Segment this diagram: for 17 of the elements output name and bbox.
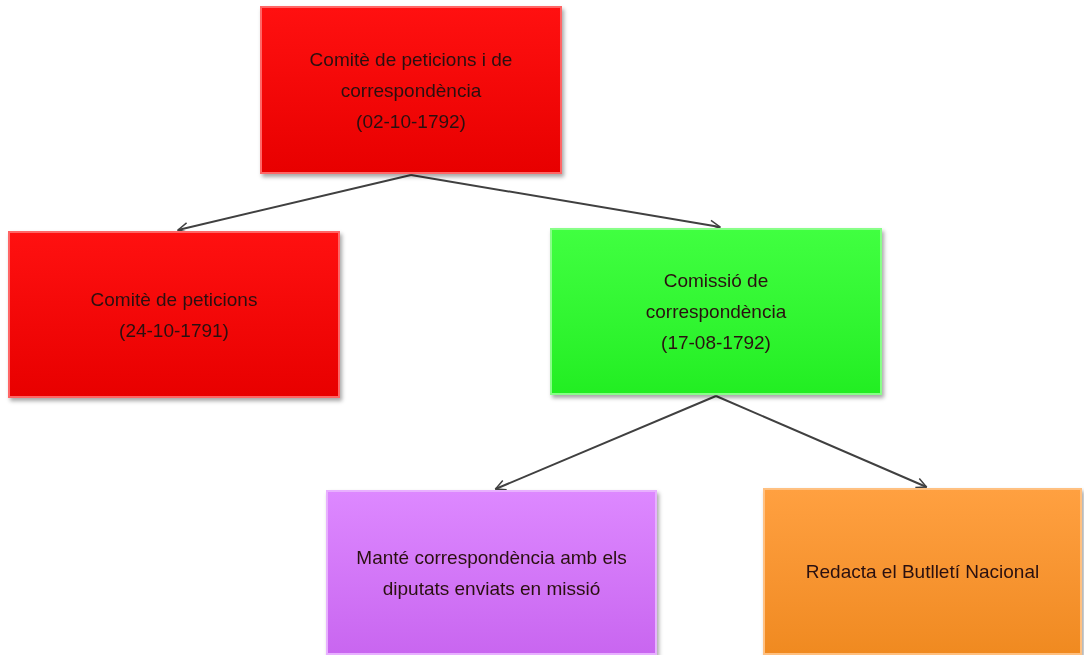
process-box [326,490,657,655]
process-box [260,6,562,174]
box-text: Manté correspondència amb els diputats enviats en missió [355,545,628,601]
box-text: Redacta el Butlletí Nacional [805,560,1040,584]
box-text: (17-08-1792) [661,331,771,355]
box-text: (02-10-1792) [356,109,466,134]
arrow [715,395,928,489]
box-text: Comitè de peticions i de correspondència [308,47,514,103]
arrow [494,395,717,491]
process-box [8,231,340,398]
box-text: Comissió de correspondència [644,269,788,324]
box-text: (24-10-1791) [119,318,229,343]
box-text: Comitè de peticions [90,287,258,312]
arrow [177,174,412,234]
process-box [550,228,882,395]
arrow [410,174,721,231]
process-box [763,488,1082,655]
